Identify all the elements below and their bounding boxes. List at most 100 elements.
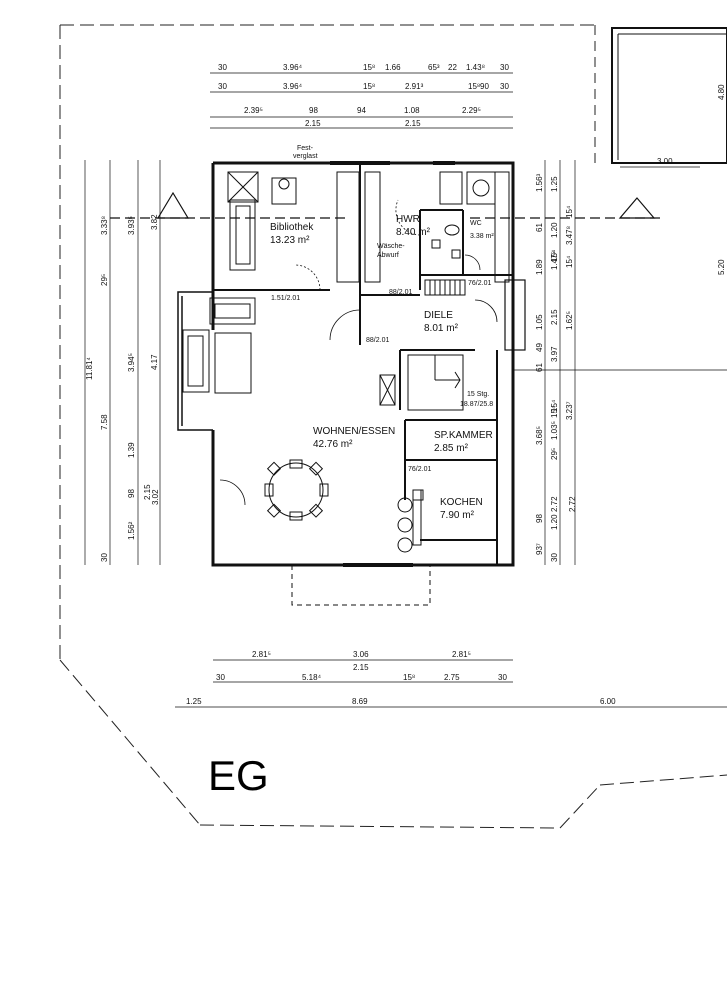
dim-right2-8: 30 bbox=[550, 553, 559, 562]
dim-right2-1: 1.20 bbox=[550, 222, 559, 238]
room-kochen-area: 7.90 m² bbox=[440, 510, 475, 521]
note-festverglast: Fest- verglast bbox=[293, 145, 318, 160]
note-festverglast-line1: Fest- bbox=[297, 145, 314, 152]
dim-top-r2-4: 15⁸ bbox=[468, 82, 480, 91]
dim-top-r2-3: 2.91³ bbox=[405, 82, 424, 91]
section-markers bbox=[110, 191, 660, 219]
dim-left-mid-2: 7.58 bbox=[100, 414, 109, 430]
dim-bottom-r3-0: 1.25 bbox=[186, 697, 202, 706]
dim-top-r1-7: 30 bbox=[500, 63, 509, 72]
dim-top-r1-2: 15⁸ bbox=[363, 63, 375, 72]
dim-right2-5: 15⁴ bbox=[550, 405, 559, 418]
dim-left-inner-0: 3.93⁵ bbox=[127, 216, 136, 235]
dim-top-r2-6: 30 bbox=[500, 82, 509, 91]
dim-right3-5: 15⁴ bbox=[550, 399, 559, 412]
room-hwr-name: HWR bbox=[396, 214, 420, 225]
dim-right3-1: 3.47⁸ bbox=[565, 226, 574, 245]
dim-left-mid-0: 3.33⁸ bbox=[100, 216, 109, 235]
door-label-wohnen: 88/2.01 bbox=[366, 337, 389, 344]
dims-right: 1.56³ 61 1.89 1.05 49 61 3.68⁵ 98 93⁷ 1.… bbox=[535, 173, 577, 562]
dim-bottom-r2-4: 2.75 bbox=[444, 673, 460, 682]
dim-top-r1-6: 1.43⁸ bbox=[466, 63, 485, 72]
room-wc-name: WC bbox=[470, 220, 482, 227]
dim-edge-right-0: 4.80 bbox=[717, 84, 726, 100]
dims-top: 30 3.96⁴ 15⁸ 1.66 65³ 22 1.43⁸ 30 30 3.9… bbox=[218, 63, 509, 128]
dim-left-inner-3: 98 bbox=[127, 489, 136, 498]
dim-right1-3: 1.05 bbox=[535, 314, 544, 330]
note-festverglast-line2: verglast bbox=[293, 153, 318, 160]
dim-right3-3: 1.62⁵ bbox=[565, 311, 574, 330]
dim-top-r3-4: 2.29⁵ bbox=[462, 106, 481, 115]
furniture bbox=[182, 171, 510, 553]
room-wc-area: 3.38 m² bbox=[470, 233, 494, 240]
staircase bbox=[407, 279, 466, 411]
note-stairs-line2: 18.87/25.8 bbox=[460, 401, 493, 408]
dim-left-inner-2: 1.39 bbox=[127, 442, 136, 458]
dim-bottom-r2-2: 2.15 bbox=[353, 663, 369, 672]
dim-bottom-r1-2: 2.81⁵ bbox=[452, 650, 471, 659]
dim-top-r3-0: 2.39⁵ bbox=[244, 106, 263, 115]
dim-right1-8: 93⁷ bbox=[535, 543, 544, 555]
dim-left-mid-3: 30 bbox=[100, 553, 109, 562]
dim-left-mid-1: 29⁵ bbox=[100, 274, 109, 286]
dim-top-r1-0: 30 bbox=[218, 63, 227, 72]
room-kochen-name: KOCHEN bbox=[440, 497, 483, 508]
dim-right2-3: 15⁴ bbox=[550, 249, 559, 262]
dims-bottom: 2.81⁵ 3.06 2.81⁵ 30 5.18⁴ 2.15 15⁸ 2.75 … bbox=[186, 650, 616, 706]
room-hwr-area: 8.40 m² bbox=[396, 227, 431, 238]
dim-edge-right-1: 5.20 bbox=[717, 259, 726, 275]
dim-top-r3-3: 1.08 bbox=[404, 106, 420, 115]
dim-top-r2-0: 30 bbox=[218, 82, 227, 91]
dim-left-inner2-3: 3.02 bbox=[151, 489, 160, 505]
dim-left-outer-0: 11.81⁴ bbox=[85, 357, 94, 380]
dim-garage: 3.00 bbox=[657, 157, 673, 166]
dimension-lines bbox=[84, 72, 727, 708]
dim-right2-7: 1.20 bbox=[550, 514, 559, 530]
dim-right2-2: 1.47⁵ bbox=[550, 251, 559, 270]
dim-top-r3-2: 94 bbox=[357, 106, 366, 115]
note-stairs: 15 Stg. 18.87/25.8 bbox=[460, 391, 493, 408]
dim-top-r3-1: 98 bbox=[309, 106, 318, 115]
dim-top-r2-1: 3.96⁴ bbox=[283, 82, 303, 91]
dim-right3-0: 15⁴ bbox=[565, 205, 574, 218]
dim-left-inner-1: 3.94⁵ bbox=[127, 353, 136, 372]
note-waesche: Wäsche- Abwurf bbox=[377, 243, 407, 259]
dim-right2-6: 29⁵ bbox=[550, 448, 559, 460]
interior-walls bbox=[213, 163, 513, 565]
site-boundary bbox=[59, 24, 727, 829]
dim-right2-0: 1.25 bbox=[550, 176, 559, 192]
note-waesche-line2: Abwurf bbox=[377, 252, 399, 259]
room-wohnen-area: 42.76 m² bbox=[313, 439, 353, 450]
dim-bottom-r3-1: 8.69 bbox=[352, 697, 368, 706]
dim-top-r1-5: 22 bbox=[448, 63, 457, 72]
floor-label: EG bbox=[208, 752, 269, 799]
dim-right1-2: 1.89 bbox=[535, 259, 544, 275]
dim-bottom-r2-3: 15⁸ bbox=[403, 673, 415, 682]
dim-bottom-r1-0: 2.81⁵ bbox=[252, 650, 271, 659]
dim-right4-0: 3.23⁷ bbox=[565, 401, 574, 420]
room-wohnen-name: WOHNEN/ESSEN bbox=[313, 426, 395, 437]
dims-left: 11.81⁴ 3.33⁸ 29⁵ 7.58 30 3.93⁵ 3.94⁵ 1.3… bbox=[85, 214, 160, 562]
dim-top-r2-2: 15⁸ bbox=[363, 82, 375, 91]
dim-right3-7: 2.72 bbox=[550, 496, 559, 512]
dim-bottom-r2-0: 30 bbox=[216, 673, 225, 682]
dim-right1-4: 49 bbox=[535, 343, 544, 352]
dim-bottom-r2-5: 30 bbox=[498, 673, 507, 682]
note-waesche-line1: Wäsche- bbox=[377, 243, 405, 250]
room-bibliothek-name: Bibliothek bbox=[270, 222, 314, 233]
room-diele-name: DIELE bbox=[424, 310, 453, 321]
entrance-step bbox=[504, 279, 526, 351]
door-label-hwr: 88/2.01 bbox=[389, 289, 412, 296]
dim-right1-7: 98 bbox=[535, 514, 544, 523]
door-label-kochen: 76/2.01 bbox=[408, 466, 431, 473]
dim-right3-4: 3.97 bbox=[550, 346, 559, 362]
dim-top-r4-0: 2.15 bbox=[305, 119, 321, 128]
dim-top-r2-5: 90 bbox=[480, 82, 489, 91]
dim-left-inner-4: 1.56² bbox=[127, 521, 136, 540]
terrace bbox=[177, 291, 213, 431]
dim-right3-2: 15⁴ bbox=[565, 255, 574, 268]
dim-bottom-r1-1: 3.06 bbox=[353, 650, 369, 659]
dim-left-inner2-0: 3.82 bbox=[150, 214, 159, 230]
dim-right1-6: 3.68⁵ bbox=[535, 426, 544, 445]
